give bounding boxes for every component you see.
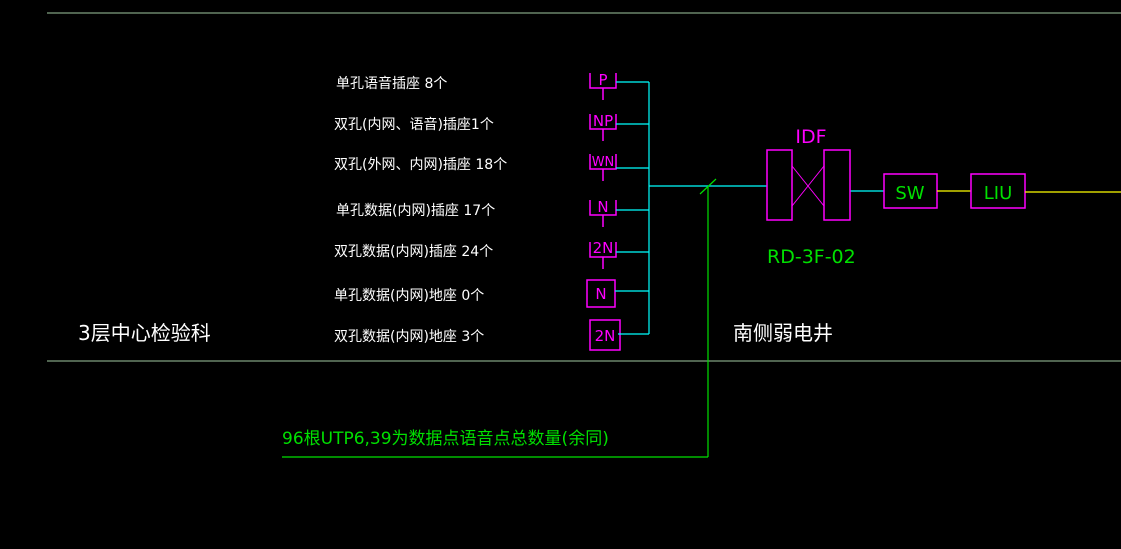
idf-id: RD-3F-02 [767, 246, 856, 268]
outlet-symbol-label: 2N [593, 239, 614, 257]
idf-symbol [766, 149, 851, 221]
outlet-symbol-label: N [595, 285, 606, 303]
cable-leader [282, 178, 717, 458]
outlet-symbols [586, 73, 621, 351]
room-label: 3层中心检验科 [78, 321, 211, 345]
outlet-symbol-label: P [598, 71, 607, 89]
outlet-label: 单孔数据(内网)插座 17个 [336, 203, 495, 219]
outlet-symbol-label: 2N [595, 327, 616, 345]
outlet-label: 双孔数据(内网)插座 24个 [334, 244, 493, 260]
outlet-label: 双孔(外网、内网)插座 18个 [334, 157, 507, 173]
outlet-symbol-label: N [597, 198, 608, 216]
idf-title: IDF [795, 126, 826, 148]
switch-label: SW [895, 183, 924, 204]
liu-box [970, 173, 1026, 209]
outlet-label: 双孔数据(内网)地座 3个 [334, 329, 484, 345]
outlet-symbol-label: NP [593, 112, 613, 130]
outlet-symbol-label: WN [592, 155, 615, 170]
cable-note: 96根UTP6,39为数据点语音点总数量(余同) [282, 429, 609, 449]
shaft-label: 南侧弱电井 [733, 321, 833, 345]
outlet-label: 单孔语音插座 8个 [336, 75, 447, 92]
outlet-label: 双孔(内网、语音)插座1个 [334, 116, 494, 133]
outlet-label: 单孔数据(内网)地座 0个 [334, 288, 484, 304]
cyan-bus [615, 81, 884, 335]
liu-label: LIU [984, 183, 1013, 204]
